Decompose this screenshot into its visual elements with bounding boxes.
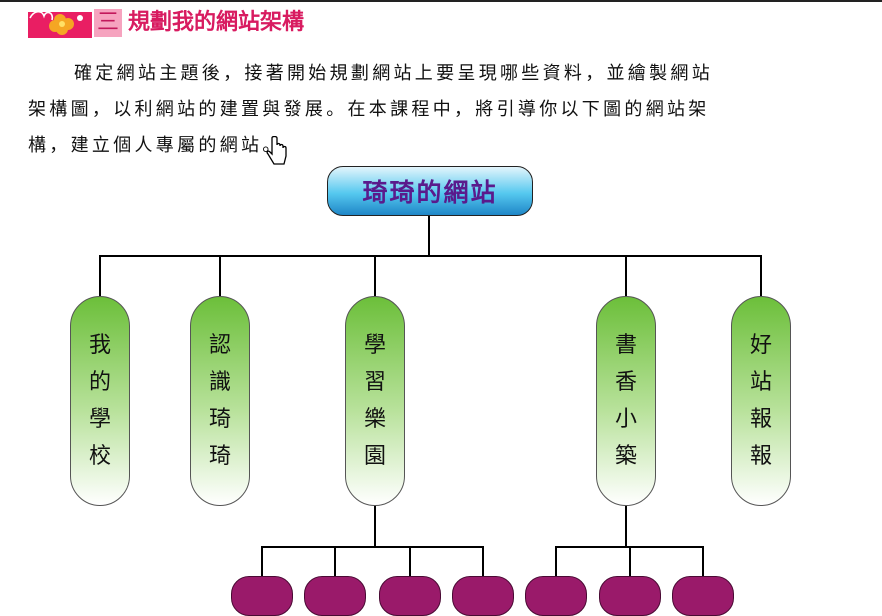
node-char: 園 bbox=[363, 444, 386, 469]
connector bbox=[482, 546, 484, 576]
grandchild-node bbox=[599, 576, 661, 616]
node-char: 書 bbox=[614, 333, 637, 358]
node-char: 樂 bbox=[363, 407, 386, 432]
node-char: 報 bbox=[749, 407, 772, 432]
connector bbox=[629, 546, 631, 576]
node-char: 的 bbox=[88, 370, 111, 395]
node-char: 小 bbox=[614, 407, 637, 432]
node-char: 學 bbox=[363, 333, 386, 358]
grandchild-node bbox=[231, 576, 293, 616]
connector bbox=[374, 506, 376, 547]
connector bbox=[99, 255, 101, 296]
connector bbox=[334, 546, 336, 576]
section-number: 三 bbox=[94, 9, 122, 37]
clover-flower-icon bbox=[28, 10, 92, 38]
node-char: 校 bbox=[88, 444, 111, 469]
child-node-my-school: 我 的 學 校 bbox=[70, 296, 130, 506]
grandchild-node bbox=[379, 576, 441, 616]
node-char: 我 bbox=[88, 333, 111, 358]
intro-paragraph: 確定網站主題後，接著開始規劃網站上要呈現哪些資料，並繪製網站 架構圖，以利網站的… bbox=[28, 56, 828, 164]
child-node-about-qiqi: 認 識 琦 琦 bbox=[190, 296, 250, 506]
connector bbox=[625, 255, 627, 296]
top-rule bbox=[0, 0, 882, 2]
node-char: 香 bbox=[614, 370, 637, 395]
child-node-learning-park: 學 習 樂 園 bbox=[345, 296, 405, 506]
connector bbox=[374, 255, 376, 296]
node-char: 琦 bbox=[208, 407, 231, 432]
root-node: 琦琦的網站 bbox=[327, 166, 533, 216]
hand-cursor-icon bbox=[266, 136, 287, 165]
child-node-book-corner: 書 香 小 築 bbox=[596, 296, 656, 506]
paragraph-line-3: 構，建立個人專屬的網站。 bbox=[28, 135, 284, 156]
section-title: 規劃我的網站架構 bbox=[128, 10, 305, 35]
node-char: 築 bbox=[614, 444, 637, 469]
node-char: 認 bbox=[208, 333, 231, 358]
connector bbox=[760, 255, 762, 296]
node-char: 琦 bbox=[208, 444, 231, 469]
connector bbox=[555, 546, 557, 576]
connector bbox=[428, 216, 430, 256]
node-char: 站 bbox=[749, 370, 772, 395]
grandchild-node bbox=[525, 576, 587, 616]
paragraph-line-2: 架構圖，以利網站的建置與發展。在本課程中，將引導你以下圖的網站架 bbox=[28, 99, 710, 120]
node-char: 好 bbox=[749, 333, 772, 358]
connector bbox=[261, 546, 263, 576]
connector bbox=[99, 255, 761, 257]
paragraph-line-1: 確定網站主題後，接著開始規劃網站上要呈現哪些資料，並繪製網站 bbox=[74, 63, 713, 84]
child-node-good-sites: 好 站 報 報 bbox=[731, 296, 791, 506]
node-char: 習 bbox=[363, 370, 386, 395]
connector bbox=[702, 546, 704, 576]
connector bbox=[261, 546, 484, 548]
connector bbox=[625, 506, 627, 547]
grandchild-node bbox=[452, 576, 514, 616]
connector bbox=[219, 255, 221, 296]
node-char: 報 bbox=[749, 444, 772, 469]
grandchild-node bbox=[672, 576, 734, 616]
connector bbox=[409, 546, 411, 576]
node-char: 識 bbox=[208, 370, 231, 395]
grandchild-node bbox=[304, 576, 366, 616]
node-char: 學 bbox=[88, 407, 111, 432]
